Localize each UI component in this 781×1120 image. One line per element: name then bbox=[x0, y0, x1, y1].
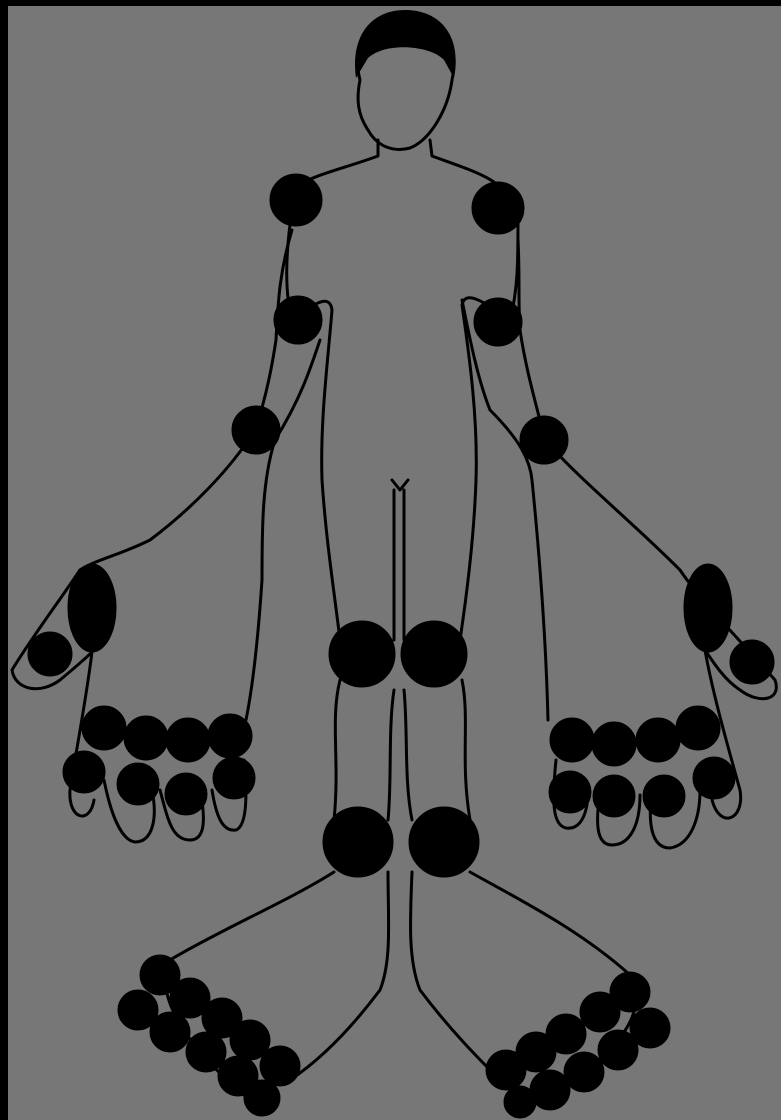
joint-left-foot-mtp bbox=[186, 1032, 226, 1072]
joint-right-foot-mtp bbox=[504, 1086, 536, 1118]
joint-right-shoulder bbox=[472, 182, 524, 234]
joint-right-mcp-4 bbox=[592, 722, 636, 766]
joint-left-elbow bbox=[274, 296, 322, 344]
joint-right-thumb-mcp bbox=[684, 564, 732, 652]
joint-right-thumb-ip bbox=[730, 640, 774, 684]
joint-right-pip-5 bbox=[549, 771, 591, 813]
joint-left-knee bbox=[329, 621, 395, 687]
joint-left-foot-mtp bbox=[244, 1080, 280, 1116]
joint-left-pip-3 bbox=[117, 763, 159, 805]
joint-left-pip-2 bbox=[63, 751, 105, 793]
joint-right-pip-4 bbox=[593, 775, 635, 817]
joint-left-wrist bbox=[232, 406, 280, 454]
joint-left-shoulder bbox=[270, 174, 322, 226]
joint-left-pip-4 bbox=[165, 773, 207, 815]
joint-right-mcp-2 bbox=[676, 706, 720, 750]
joint-right-pip-2 bbox=[693, 757, 735, 799]
joint-right-knee bbox=[401, 621, 467, 687]
joint-left-mcp-4 bbox=[166, 718, 210, 762]
joint-left-thumb-ip bbox=[28, 632, 72, 676]
joint-left-foot-mtp bbox=[150, 1012, 190, 1052]
joint-right-foot-mtp bbox=[598, 1030, 638, 1070]
joint-right-foot-mtp bbox=[580, 992, 620, 1032]
joint-left-pip-5 bbox=[213, 757, 255, 799]
joint-right-foot-mtp bbox=[486, 1050, 526, 1090]
joint-left-ankle bbox=[323, 807, 393, 877]
joint-left-mcp-5 bbox=[208, 714, 252, 758]
joint-left-mcp-2 bbox=[82, 706, 126, 750]
joint-right-elbow bbox=[474, 298, 522, 346]
joint-right-pip-3 bbox=[643, 775, 685, 817]
joint-left-thumb-mcp bbox=[68, 564, 116, 652]
joint-right-ankle bbox=[409, 807, 479, 877]
joint-right-wrist bbox=[520, 416, 568, 464]
joint-right-mcp-5 bbox=[550, 718, 594, 762]
joint-left-mcp-3 bbox=[124, 716, 168, 760]
joint-right-mcp-3 bbox=[636, 718, 680, 762]
